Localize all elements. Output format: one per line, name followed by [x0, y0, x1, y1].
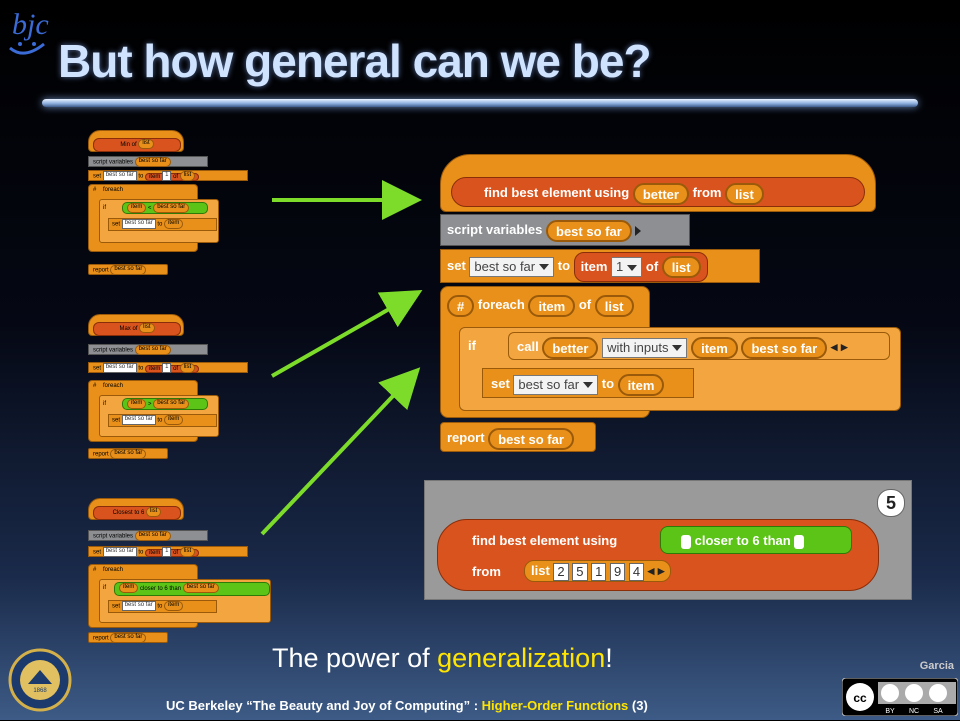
closest-hat-block[interactable]: Closest to 6 list: [88, 498, 184, 520]
svg-text:NC: NC: [909, 708, 919, 715]
min-set-block[interactable]: set best so far to item 1 of list: [88, 170, 248, 181]
big-inner-set[interactable]: set best so far to item: [482, 368, 694, 398]
generalized-script[interactable]: find best element using better from list…: [440, 154, 901, 454]
bjc-logo-text: bjc: [12, 8, 49, 41]
arrow-closest: [260, 367, 421, 536]
max-inner-set[interactable]: set best so far to item: [108, 414, 217, 427]
bjc-logo: bjc: [4, 4, 58, 64]
min-hat-block[interactable]: Min of list: [88, 130, 184, 152]
ring-closer-to-6[interactable]: closer to 6 than: [660, 526, 852, 554]
uc-seal-icon: 1868: [8, 648, 72, 712]
min-report[interactable]: report best so far: [88, 264, 168, 275]
list-block[interactable]: list 2 5 1 9 4 ◂ ▸: [524, 560, 672, 582]
big-script-vars[interactable]: script variables best so far: [440, 214, 690, 246]
max-if-block[interactable]: if item > best so far set best so far to…: [99, 395, 219, 437]
closest-if-block[interactable]: if item closer to 6 than best so far set…: [99, 579, 271, 623]
author-label: Garcia: [919, 660, 954, 672]
closest-foreach-block[interactable]: #foreach if item closer to 6 than best s…: [88, 564, 271, 628]
closest-report[interactable]: report best so far: [88, 632, 168, 643]
big-call-block[interactable]: call better with inputs item best so far…: [508, 332, 890, 360]
find-best-call-block[interactable]: find best element using closer to 6 than…: [437, 519, 879, 591]
big-foreach-block[interactable]: # foreach item of list if call better wi…: [440, 286, 901, 418]
arrow-max: [271, 290, 423, 378]
min-hat-label: Min of list: [93, 138, 181, 152]
svg-text:BY: BY: [885, 708, 895, 715]
closest-compare[interactable]: item closer to 6 than best so far: [114, 582, 270, 596]
svg-text:SA: SA: [933, 708, 943, 715]
list-item-3[interactable]: 9: [610, 562, 626, 581]
svg-text:1868: 1868: [33, 688, 47, 694]
closest-inner-set[interactable]: set best so far to item: [108, 600, 217, 613]
max-set-block[interactable]: set best so far to item 1 of list: [88, 362, 248, 373]
min-foreach-block[interactable]: #foreach if item < best so far set best …: [88, 184, 219, 252]
closest-set-block[interactable]: set best so far to item 1 of list: [88, 546, 248, 557]
big-if-block[interactable]: if call better with inputs item best so …: [459, 327, 901, 411]
closest-hat-label: Closest to 6 list: [93, 506, 181, 520]
result-bubble: 5: [877, 489, 905, 517]
closest-script[interactable]: Closest to 6 list script variables best …: [88, 498, 278, 648]
big-set-block[interactable]: set best so far to item 1 of list: [440, 249, 760, 283]
min-script[interactable]: Min of list script variables best so far…: [88, 130, 258, 280]
find-best-hat-label: find best element using better from list: [451, 177, 865, 207]
title-underline: [42, 99, 918, 107]
max-foreach-block[interactable]: #foreach if item > best so far set best …: [88, 380, 219, 442]
cc-license-icon: cc BY NC SA: [841, 677, 959, 717]
min-compare[interactable]: item < best so far: [122, 202, 208, 214]
slide-title: But how general can we be?: [58, 35, 652, 87]
max-script[interactable]: Max of list script variables best so far…: [88, 314, 258, 464]
min-inner-set[interactable]: set best so far to item: [108, 218, 217, 231]
list-item-0[interactable]: 2: [553, 562, 569, 581]
min-script-vars[interactable]: script variables best so far: [88, 156, 208, 167]
max-script-vars[interactable]: script variables best so far: [88, 344, 208, 355]
max-hat-block[interactable]: Max of list: [88, 314, 184, 336]
result-panel: find best element using closer to 6 than…: [424, 480, 912, 600]
list-item-2[interactable]: 1: [591, 562, 607, 581]
slide-footer: UC Berkeley “The Beauty and Joy of Compu…: [166, 698, 648, 713]
list-item-1[interactable]: 5: [572, 562, 588, 581]
min-if-block[interactable]: if item < best so far set best so far to…: [99, 199, 219, 243]
svg-text:cc: cc: [853, 691, 867, 705]
max-report[interactable]: report best so far: [88, 448, 168, 459]
find-best-hat[interactable]: find best element using better from list: [440, 154, 876, 212]
big-report[interactable]: report best so far: [440, 422, 596, 452]
closest-script-vars[interactable]: script variables best so far: [88, 530, 208, 541]
max-compare[interactable]: item > best so far: [122, 398, 208, 410]
slide-subtitle: The power of generalization!: [272, 643, 613, 673]
max-hat-label: Max of list: [93, 322, 181, 336]
list-item-4[interactable]: 4: [628, 562, 645, 581]
